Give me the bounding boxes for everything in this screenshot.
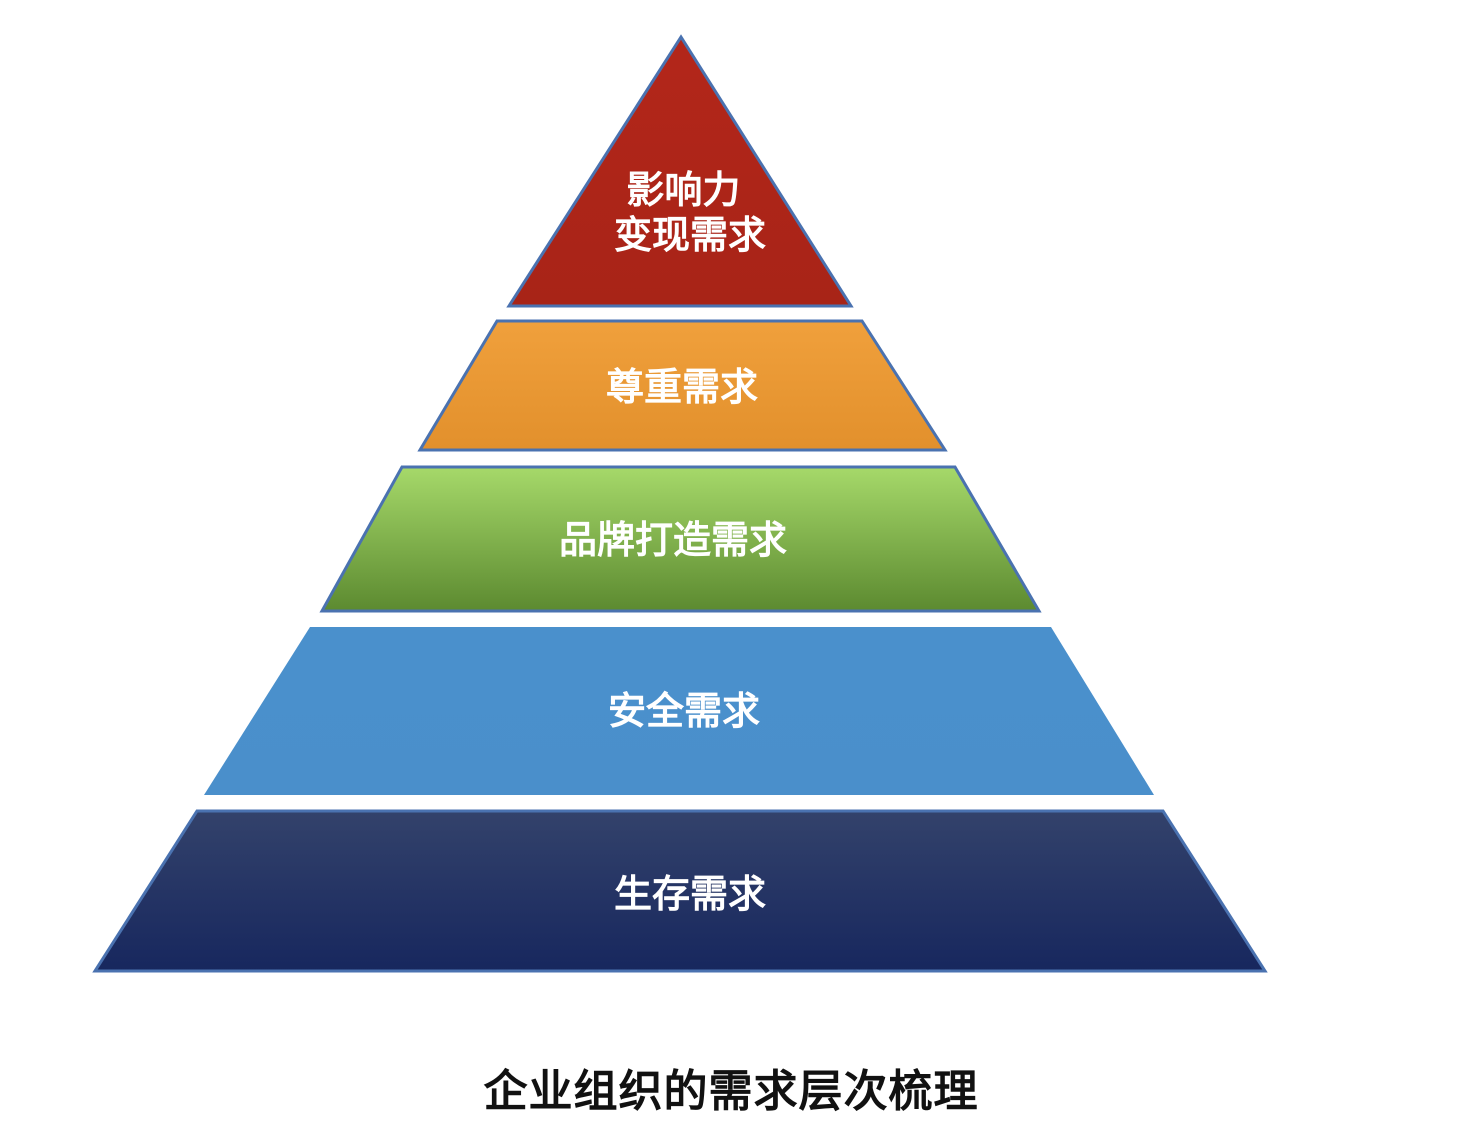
- pyramid-layer-influence-label: 影响力 变现需求: [614, 168, 766, 257]
- diagram-caption: 企业组织的需求层次梳理: [483, 1066, 979, 1117]
- pyramid-layer-brand-label: 品牌打造需求: [559, 518, 787, 562]
- pyramid-layer-esteem-label: 尊重需求: [606, 365, 758, 409]
- pyramid-layer-survival: [92, 809, 1268, 973]
- pyramid-layer-influence: [506, 34, 854, 308]
- pyramid-layer-influence-label-line-1: 影响力: [626, 168, 740, 212]
- pyramid-layer-esteem: [417, 319, 948, 452]
- pyramid-layer-brand: [319, 465, 1042, 613]
- pyramid-layer-survival-label: 生存需求: [614, 872, 766, 916]
- pyramid-layer-influence-label-line-2: 变现需求: [614, 213, 766, 257]
- pyramid-layer-safety: [204, 627, 1154, 795]
- pyramid-layer-safety-label: 安全需求: [608, 689, 760, 733]
